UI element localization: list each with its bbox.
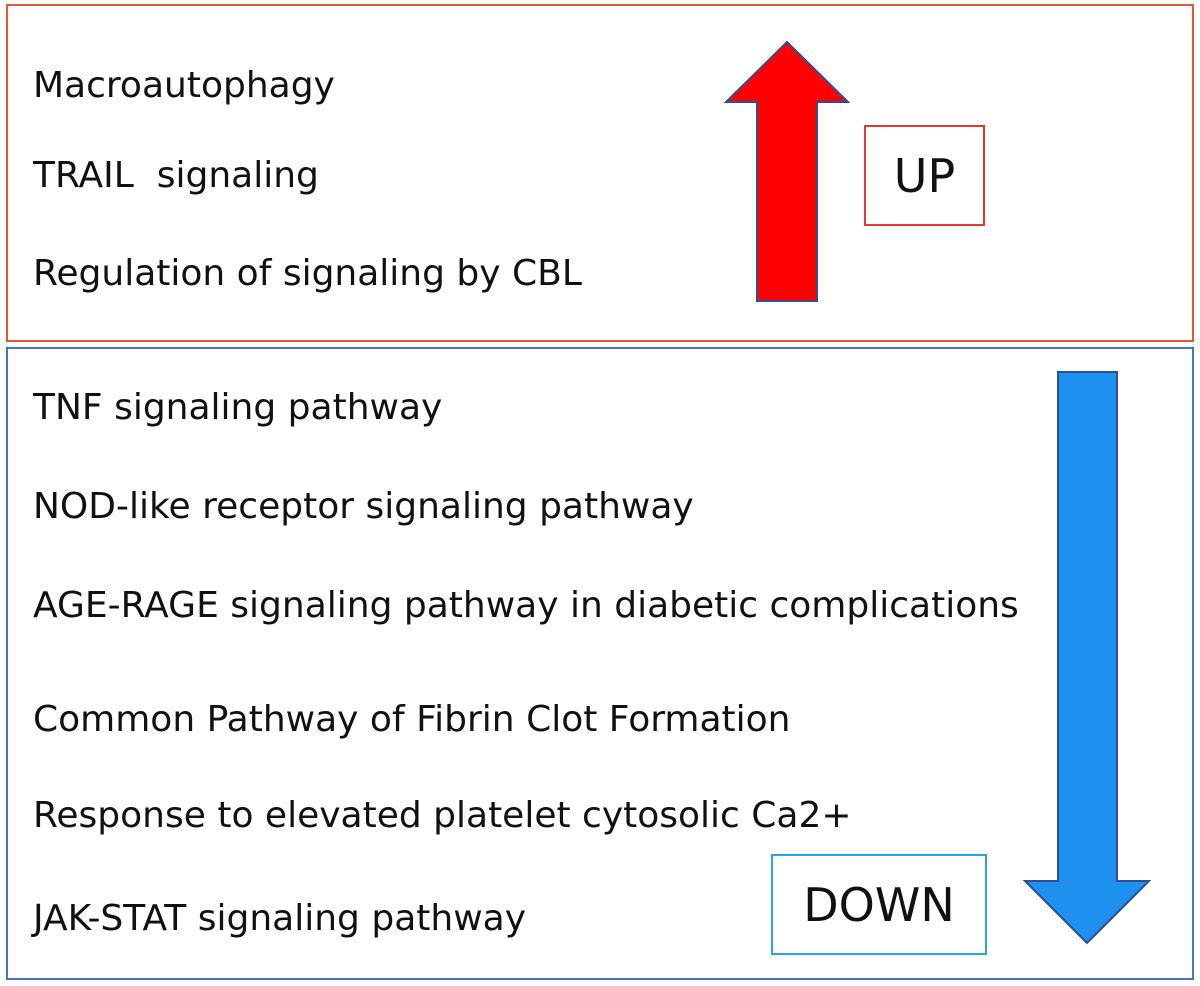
down-label: DOWN	[771, 854, 987, 955]
down-item-platelet-ca: Response to elevated platelet cytosolic …	[33, 795, 852, 836]
down-item-age-rage: AGE-RAGE signaling pathway in diabetic c…	[33, 585, 1019, 626]
up-regulated-panel	[6, 4, 1194, 342]
up-item-trail-signaling: TRAIL signaling	[33, 155, 319, 196]
up-label: UP	[864, 125, 985, 226]
down-regulated-panel	[6, 347, 1194, 980]
down-item-jak-stat: JAK-STAT signaling pathway	[33, 898, 526, 939]
up-item-macroautophagy: Macroautophagy	[33, 65, 335, 106]
down-item-fibrin-clot: Common Pathway of Fibrin Clot Formation	[33, 699, 791, 740]
down-item-tnf: TNF signaling pathway	[33, 387, 443, 428]
up-item-cbl-regulation: Regulation of signaling by CBL	[33, 253, 582, 294]
down-item-nod-like: NOD-like receptor signaling pathway	[33, 486, 694, 527]
